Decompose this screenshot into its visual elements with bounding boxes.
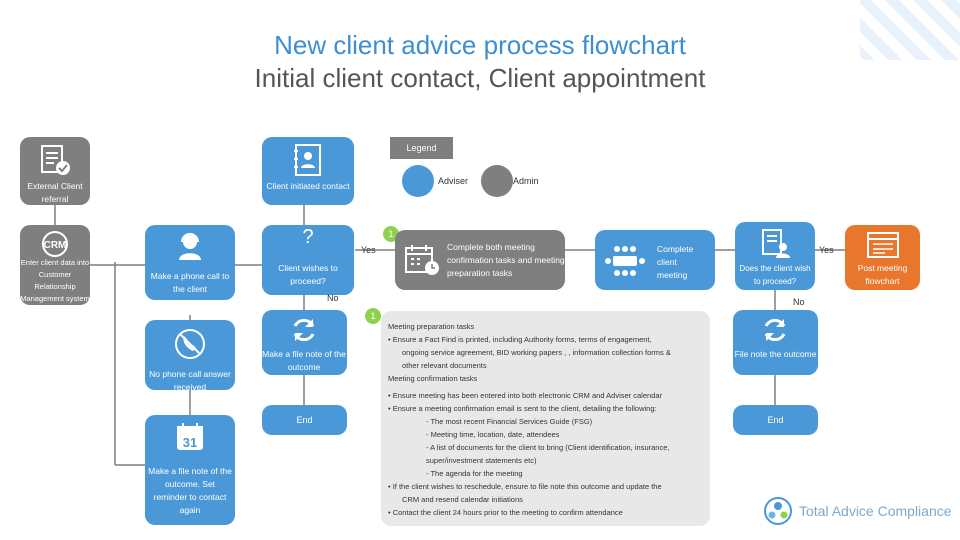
panel-line: other relevant documents (402, 361, 487, 370)
post-meeting-node[interactable] (845, 225, 920, 290)
tasks-panel (381, 311, 710, 526)
phone-call-node (145, 225, 235, 300)
complete-meeting-node (595, 230, 715, 290)
no-label-2: No (793, 297, 805, 307)
external-referral-node (20, 137, 90, 205)
meeting-table-icon (605, 246, 645, 276)
refresh-icon (293, 318, 315, 342)
panel-line: - Meeting time, location, date, attendee… (426, 430, 560, 439)
svg-text:CRM: CRM (44, 240, 67, 251)
panel-line: Meeting preparation tasks (388, 322, 475, 331)
file-note-left-node (262, 310, 347, 375)
client-initiated-label: Client initiated contact (266, 181, 350, 191)
logo-icon (764, 497, 792, 525)
no-label: No (327, 293, 339, 303)
file-note-left-label: Make a file note of the outcome (262, 349, 346, 372)
legend-adviser-swatch (402, 165, 434, 197)
client-wishes-node: ? (262, 225, 354, 295)
yes-label-2: Yes (819, 245, 834, 255)
title: New client advice process flowchart (274, 30, 686, 60)
complete-tasks-node (395, 230, 565, 290)
crm-entry-label: Enter client data into Customer Relation… (20, 258, 90, 303)
yes-label: Yes (361, 245, 376, 255)
panel-line: - The agenda for the meeting (426, 469, 523, 478)
file-note-right-label: File note the outcome (734, 349, 817, 359)
legend-adviser-label: Adviser (438, 176, 469, 186)
step-badge-2: 1 (365, 308, 381, 324)
end-left-node: End (262, 405, 347, 435)
calendar-31-icon: 31 (177, 423, 203, 450)
panel-line: CRM and resend calendar initiations (402, 495, 523, 504)
no-phone-call-node (145, 320, 235, 390)
panel-line: super/investment statements etc) (426, 456, 537, 465)
crm-icon: CRM (42, 231, 68, 257)
post-meeting-label[interactable]: Post meeting flowchart (857, 263, 908, 286)
legend-header: Legend (390, 137, 453, 159)
refresh-icon-2 (764, 318, 786, 342)
corner-decoration (860, 0, 960, 60)
crm-entry-node: CRM (20, 225, 90, 305)
legend-admin-label: Admin (513, 176, 539, 186)
browser-window-icon (867, 232, 899, 258)
panel-line: • Ensure a meeting confirmation email is… (388, 404, 657, 413)
question-icon: ? (302, 226, 314, 248)
end-right-node: End (733, 405, 818, 435)
document-person-icon (762, 229, 790, 258)
logo-text: Total Advice Compliance (799, 503, 952, 519)
document-check-icon (41, 145, 70, 175)
complete-meeting-label: Complete client meeting (657, 244, 694, 280)
calendar-note-node: 31 (145, 415, 235, 525)
client-wishes-label: Client wishes to proceed? (278, 263, 338, 286)
panel-line: • If the client wishes to reschedule, en… (388, 482, 662, 491)
legend-admin-swatch (481, 165, 513, 197)
panel-line: • Ensure a Fact Find is printed, includi… (388, 335, 652, 344)
subtitle: Initial client contact, Client appointme… (254, 63, 706, 93)
panel-line: - The most recent Financial Services Gui… (426, 417, 593, 426)
external-referral-label: External Client referral (27, 181, 83, 204)
no-phone-call-label: No phone call answer received (149, 369, 231, 392)
calendar-clock-icon (405, 245, 439, 275)
calendar-note-label: Make a file note of the outcome. Set rem… (148, 466, 232, 515)
complete-tasks-label: Complete both meeting confirmation tasks… (447, 242, 565, 278)
panel-line: - A list of documents for the client to … (426, 443, 670, 452)
phone-off-icon (175, 329, 205, 359)
does-client-proceed-node (735, 222, 815, 290)
panel-line: • Contact the client 24 hours prior to t… (388, 508, 623, 517)
client-initiated-node (262, 137, 354, 205)
panel-line: ongoing service agreement, BID working p… (402, 348, 671, 357)
does-client-proceed-label: Does the client wish to proceed? (739, 264, 811, 286)
phone-call-label: Make a phone call to the client (150, 271, 230, 294)
panel-line: Meeting confirmation tasks (388, 374, 478, 383)
file-note-right-node (733, 310, 818, 375)
headset-person-icon (179, 233, 201, 260)
svg-text:31: 31 (183, 435, 197, 450)
contact-book-icon (294, 144, 321, 176)
panel-line: • Ensure meeting has been entered into b… (388, 391, 663, 400)
